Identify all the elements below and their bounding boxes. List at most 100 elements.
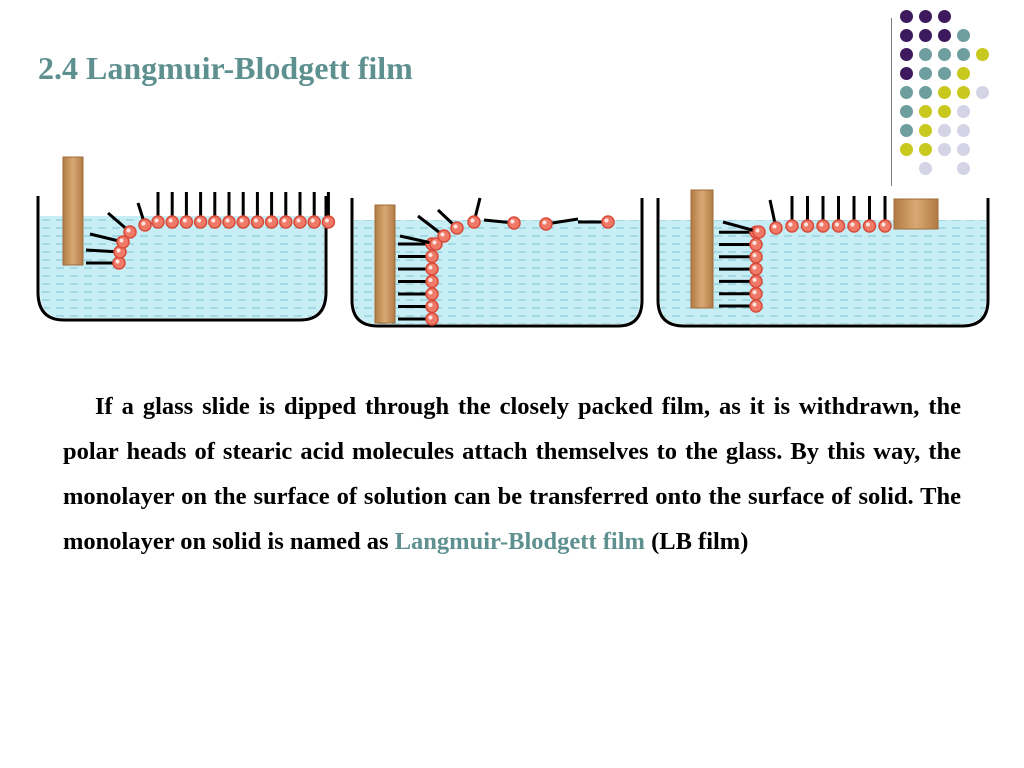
polar-head: [307, 215, 321, 229]
polar-head: [769, 221, 783, 235]
polar-head: [862, 219, 877, 233]
lb-film-term: Langmuir-Blodgett film: [394, 528, 645, 555]
head-highlight: [470, 218, 475, 223]
head-highlight: [428, 315, 433, 320]
head-highlight: [752, 253, 757, 258]
head-highlight: [168, 218, 173, 223]
decorative-dot: [957, 162, 970, 175]
head-highlight: [310, 218, 315, 223]
polar-head: [222, 215, 236, 229]
polar-head: [507, 216, 521, 230]
decorative-dot: [957, 124, 970, 137]
head-highlight: [126, 228, 131, 233]
head-highlight: [752, 302, 757, 307]
head-highlight: [788, 222, 793, 227]
polar-head: [165, 215, 179, 229]
decorative-dot: [957, 48, 970, 61]
glass-slide: [62, 156, 84, 266]
head-highlight: [182, 218, 187, 223]
head-highlight: [835, 222, 839, 227]
head-highlight: [604, 218, 609, 223]
decorative-dot: [976, 48, 989, 61]
vertical-divider: [891, 18, 892, 186]
polar-head: [179, 215, 194, 229]
polar-head: [208, 215, 222, 229]
paragraph-text-end: (LB film): [644, 528, 749, 555]
decorative-dot: [919, 29, 932, 42]
polar-head: [847, 219, 861, 233]
decorative-dot: [957, 105, 970, 118]
polar-head: [601, 215, 615, 229]
decorative-dot: [938, 67, 951, 80]
decorative-dot: [938, 10, 951, 23]
polar-head: [264, 215, 279, 229]
description-paragraph: If a glass slide is dipped through the c…: [63, 384, 961, 564]
decorative-dot: [919, 162, 932, 175]
polar-head: [425, 299, 439, 314]
head-highlight: [141, 221, 146, 226]
glass-slide: [690, 189, 714, 309]
beaker-1: [36, 156, 336, 322]
decorative-dot: [900, 67, 913, 80]
decorative-dot: [938, 48, 951, 61]
polar-head: [749, 286, 763, 301]
polar-head: [831, 219, 846, 233]
head-highlight: [225, 218, 230, 223]
polar-head: [539, 217, 553, 231]
polar-head: [425, 274, 439, 289]
head-highlight: [432, 240, 437, 245]
head-highlight: [542, 220, 547, 225]
polar-head: [193, 215, 208, 229]
head-highlight: [296, 218, 301, 223]
decorative-dot: [919, 67, 932, 80]
polar-head: [752, 225, 766, 239]
decorative-dot: [957, 67, 970, 80]
decorative-dot: [919, 86, 932, 99]
polar-head: [878, 219, 892, 233]
molecule-layer: [398, 197, 615, 326]
head-highlight: [253, 218, 258, 223]
decorative-dot: [919, 124, 932, 137]
polar-head: [467, 215, 481, 229]
polar-head: [425, 287, 439, 301]
head-highlight: [428, 303, 433, 307]
polar-head: [321, 215, 336, 229]
decorative-dot: [938, 143, 951, 156]
head-highlight: [881, 222, 886, 227]
decorative-dot: [919, 48, 932, 61]
decorative-dot: [900, 10, 913, 23]
head-highlight: [324, 218, 329, 223]
polar-head: [250, 215, 265, 229]
polar-head: [429, 237, 443, 251]
decorative-dot: [957, 86, 970, 99]
polar-head: [293, 215, 307, 229]
head-highlight: [440, 232, 445, 237]
decorative-dot: [900, 105, 913, 118]
polar-head: [151, 215, 165, 229]
decorative-dot: [919, 105, 932, 118]
head-highlight: [115, 259, 120, 264]
decorative-dot: [919, 10, 932, 23]
polar-head: [749, 299, 763, 313]
decorative-dot: [900, 124, 913, 137]
head-highlight: [116, 248, 121, 253]
head-highlight: [211, 218, 216, 223]
decorative-dot: [957, 143, 970, 156]
polar-head: [450, 221, 464, 235]
head-highlight: [866, 222, 870, 227]
head-highlight: [772, 224, 777, 229]
decorative-dot: [976, 86, 989, 99]
polar-head: [749, 237, 763, 252]
head-highlight: [428, 253, 433, 257]
head-highlight: [752, 265, 757, 270]
decorative-dot: [938, 124, 951, 137]
decorative-dot: [938, 29, 951, 42]
polar-head: [800, 219, 815, 233]
head-highlight: [197, 218, 202, 223]
polar-head: [425, 312, 439, 326]
polar-head: [749, 274, 763, 289]
head-highlight: [453, 224, 458, 229]
paragraph-text: If a glass slide is dipped through the c…: [63, 393, 961, 555]
decorative-dot: [900, 86, 913, 99]
head-highlight: [154, 218, 159, 223]
